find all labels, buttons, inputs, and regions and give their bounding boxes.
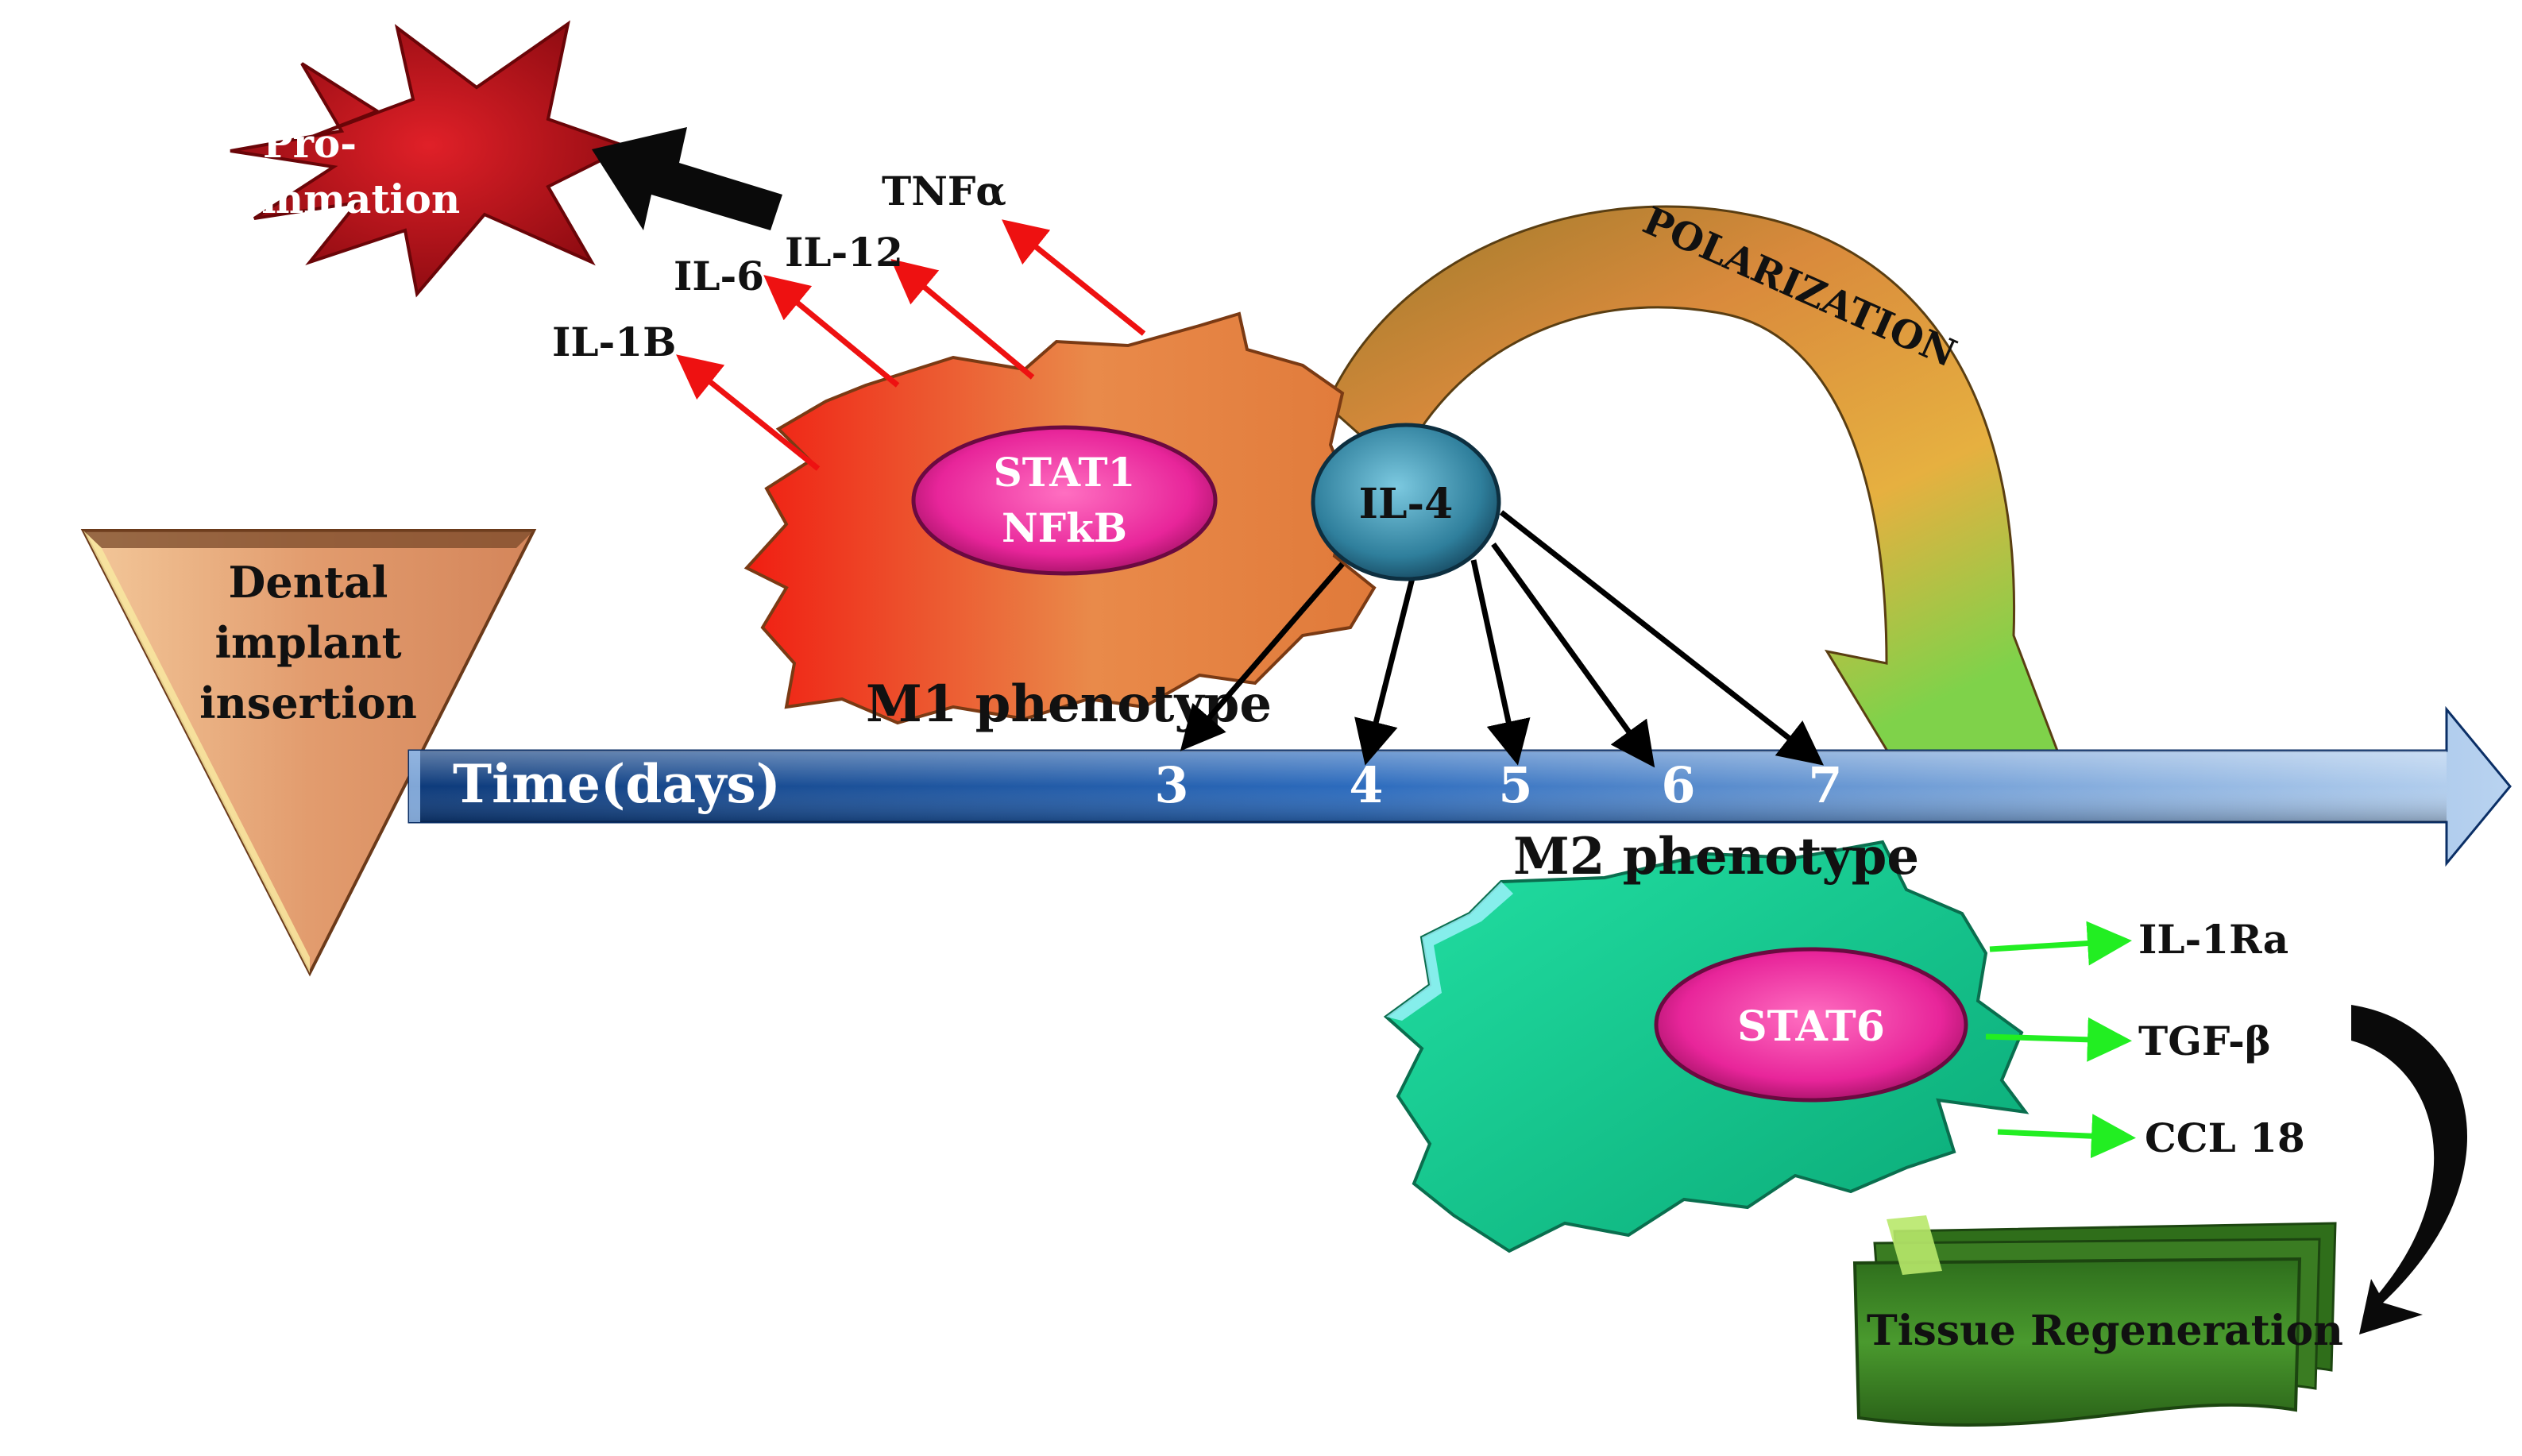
il-6-arrow [763, 275, 900, 388]
cytokine-il-1b: IL-1B [552, 319, 676, 365]
polarization-arrow-shape [1325, 205, 2060, 784]
il-12-arrow [890, 259, 1035, 380]
il-4-day-arrows [1180, 510, 1825, 768]
m2-cytokine-arrows [1985, 921, 2136, 1159]
il-1ra-arrow [1989, 921, 2132, 966]
day-4: 4 [1349, 756, 1383, 814]
m2-macrophage: STAT6 M2 phenotype [1383, 827, 2030, 1253]
m2-phenotype-label: M2 phenotype [1513, 827, 1919, 886]
day-5: 5 [1498, 756, 1532, 814]
il-1b-arrow [676, 354, 821, 471]
triangle-label-line1: Dental [229, 557, 388, 608]
cytokine-tgf-beta: TGF-β [2138, 1018, 2271, 1064]
ccl-18-arrow [1997, 1114, 2136, 1159]
tissue-regeneration-label: Tissue Regeneration [1867, 1307, 2343, 1355]
tgf-beta-arrow [1985, 1017, 2132, 1062]
il-4-to-day-4-arrow [1354, 571, 1417, 766]
regeneration-arrow [2351, 1005, 2468, 1334]
tissue-regeneration: Tissue Regeneration [1852, 1215, 2343, 1427]
m2-nucleus [1654, 947, 1968, 1103]
starburst-label-line1: Pro- [263, 120, 357, 167]
m1-nucleus-line1: STAT1 [994, 449, 1136, 496]
pro-inflammation-starburst: Pro- Inflammation [160, 20, 632, 298]
day-3: 3 [1154, 756, 1188, 814]
cytokine-il-12: IL-12 [785, 229, 903, 276]
triangle-label-line2: implant [214, 617, 401, 668]
m1-phenotype-label: M1 phenotype [866, 674, 1272, 734]
cytokine-il-1ra: IL-1Ra [2138, 916, 2288, 963]
il-4-label: IL-4 [1359, 480, 1454, 528]
il-4-sphere [1311, 423, 1501, 581]
m1-cytokine-labels: IL-1B IL-6 IL-12 TNFα [552, 168, 1006, 365]
m2-nucleus-label: STAT6 [1737, 1002, 1885, 1051]
m1-macrophage: STAT1 NFkB M1 phenotype [743, 311, 1377, 734]
cytokine-tnf-alpha: TNFα [882, 168, 1006, 214]
cytokine-ccl-18: CCL 18 [2145, 1114, 2305, 1161]
triangle-label-line3: insertion [199, 678, 417, 728]
day-7: 7 [1808, 756, 1842, 814]
m1-cytokine-arrows [676, 219, 1146, 471]
timeline-label: Time(days) [453, 753, 781, 815]
starburst-shape [230, 20, 632, 298]
il-4-to-day-7-arrow [1499, 510, 1825, 766]
tnf-alpha-arrow [1002, 219, 1146, 336]
il-4-node: IL-4 [1311, 423, 1501, 581]
il-4-to-day-6-arrow [1491, 542, 1655, 768]
tissue-regeneration-banner [1852, 1257, 2302, 1427]
day-6: 6 [1661, 756, 1695, 814]
dental-implant-triangle: Dental implant insertion [80, 529, 537, 977]
m2-cytokine-labels: IL-1Ra TGF-β CCL 18 [2138, 916, 2305, 1161]
starburst-label-line2: Inflammation [160, 176, 461, 222]
cytokine-il-6: IL-6 [674, 253, 764, 299]
il-4-to-day-3-arrow [1180, 562, 1345, 751]
timeline-arrow: Time(days) 3 4 5 6 7 [407, 705, 2512, 867]
il-4-to-day-5-arrow [1470, 559, 1531, 766]
m1-nucleus-line2: NFkB [1002, 504, 1127, 551]
m1-nucleus [911, 425, 1218, 576]
pro-inflammation-arrow [592, 127, 782, 230]
